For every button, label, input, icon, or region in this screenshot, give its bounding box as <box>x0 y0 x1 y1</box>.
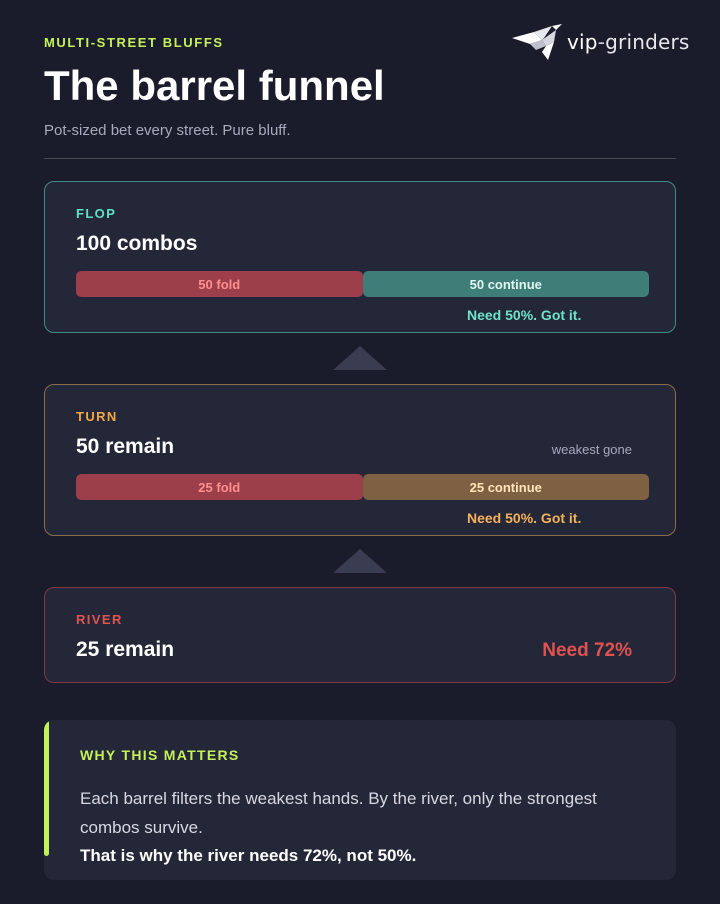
flop-card: FLOP 100 combos 50 fold 50 continue Need… <box>44 181 676 333</box>
river-need-text: Need 72% <box>542 640 632 661</box>
funnel-arrow-icon <box>333 346 387 370</box>
page-subtitle: Pot-sized bet every street. Pure bluff. <box>44 122 291 139</box>
funnel-arrow-icon <box>333 549 387 573</box>
eyebrow-label: MULTI-STREET BLUFFS <box>44 35 224 50</box>
river-label: RIVER <box>76 612 123 627</box>
callout-accent-bar <box>44 720 49 856</box>
logo-wordmark: vip-grinders <box>567 30 690 54</box>
logo-dash: - <box>597 30 606 54</box>
turn-fold-segment: 25 fold <box>76 474 363 500</box>
hummingbird-icon <box>512 24 562 60</box>
page-title: The barrel funnel <box>44 62 385 109</box>
flop-label: FLOP <box>76 206 117 221</box>
flop-fold-segment: 50 fold <box>76 271 363 297</box>
brand-logo[interactable]: vip-grinders <box>512 22 690 62</box>
turn-need-text: Need 50%. Got it. <box>467 510 582 526</box>
turn-split-bar: 25 fold 25 continue <box>76 474 649 500</box>
header-divider <box>44 158 676 159</box>
turn-note: weakest gone <box>551 442 632 457</box>
logo-suffix: grinders <box>605 30 690 54</box>
callout-emphasis: That is why the river needs 72%, not 50%… <box>80 846 417 865</box>
turn-card: TURN 50 remain weakest gone 25 fold 25 c… <box>44 384 676 536</box>
turn-headline: 50 remain <box>76 435 175 458</box>
river-card: RIVER 25 remain Need 72% <box>44 587 676 683</box>
flop-headline: 100 combos <box>76 232 198 255</box>
flop-need-text: Need 50%. Got it. <box>467 307 582 323</box>
turn-label: TURN <box>76 409 118 424</box>
flop-split-bar: 50 fold 50 continue <box>76 271 649 297</box>
flop-continue-segment: 50 continue <box>362 271 649 297</box>
river-headline: 25 remain <box>76 638 175 661</box>
callout-body: Each barrel filters the weakest hands. B… <box>80 789 597 837</box>
why-callout: WHY THIS MATTERS Each barrel filters the… <box>44 720 676 880</box>
logo-name: vip <box>567 30 598 54</box>
turn-continue-segment: 25 continue <box>362 474 649 500</box>
callout-label: WHY THIS MATTERS <box>80 747 240 763</box>
